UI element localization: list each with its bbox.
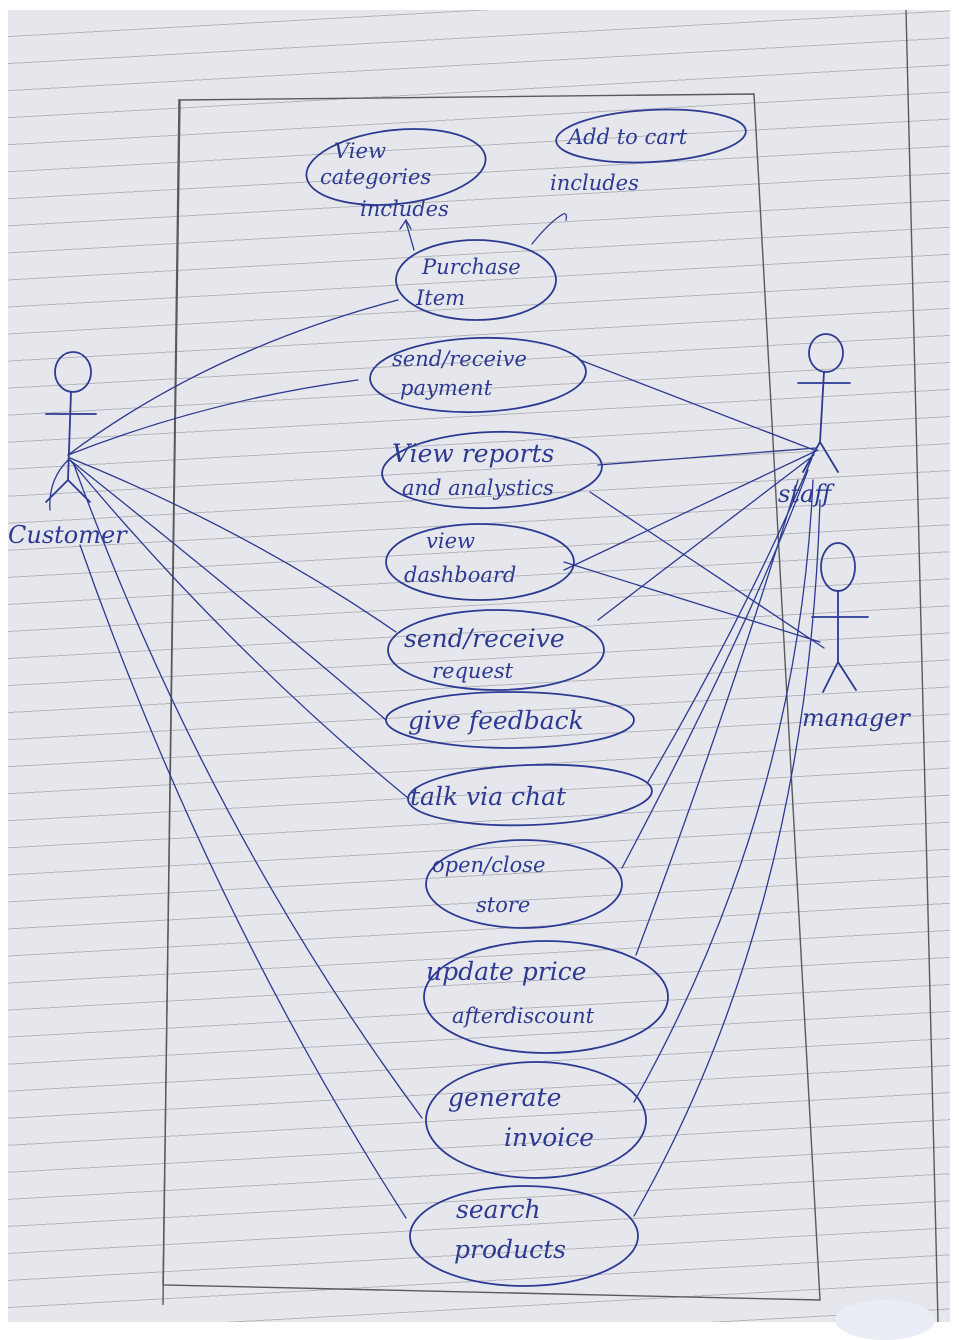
view-categories-line2: categories: [320, 165, 431, 189]
manager-associations: [563, 491, 825, 649]
view-reports-line2: and analystics: [402, 476, 554, 500]
use-case-search-products: search products: [409, 1185, 639, 1287]
page-margin-line-right: [905, 10, 939, 1322]
use-case-open-close-store: open/close store: [425, 839, 623, 929]
generate-invoice-line2: invoice: [504, 1123, 594, 1152]
search-products-line2: products: [454, 1235, 566, 1264]
send-receive-payment-line2: payment: [400, 376, 493, 400]
use-case-generate-invoice: generate invoice: [425, 1061, 647, 1179]
customer-body: [67, 391, 72, 481]
staff-label: staff: [778, 480, 835, 508]
use-case-diagram: Customer staff manager: [8, 10, 939, 1322]
include-arrow-right: [531, 213, 568, 245]
use-case-view-categories: View categories: [305, 128, 487, 206]
view-reports-line1: View reports: [392, 439, 554, 468]
use-case-send-receive-payment: send/receive payment: [369, 336, 587, 414]
manager-legs: [822, 661, 857, 693]
use-case-update-price: update price afterdiscount: [423, 940, 669, 1054]
customer-label: Customer: [8, 521, 128, 549]
actor-customer: Customer: [8, 351, 128, 549]
purchase-item-line1: Purchase: [421, 255, 521, 279]
use-case-view-dashboard: view dashboard: [385, 523, 575, 601]
purchase-item-line2: Item: [415, 286, 465, 310]
send-receive-request-line2: request: [432, 659, 514, 683]
use-case-purchase-item: Purchase Item: [395, 239, 557, 321]
photo-corner-artifact: [835, 1300, 935, 1340]
include-arrows: includes includes: [360, 171, 639, 251]
actor-staff: staff: [778, 333, 851, 508]
generate-invoice-line1: generate: [448, 1083, 561, 1112]
system-boundary: [162, 93, 821, 1301]
customer-associations: [49, 299, 423, 1219]
give-feedback-text: give feedback: [408, 706, 584, 735]
use-case-talk-via-chat: talk via chat: [407, 763, 653, 827]
search-products-line1: search: [456, 1195, 541, 1224]
send-receive-request-line1: send/receive: [404, 624, 565, 653]
update-price-line1: update price: [426, 957, 587, 986]
include-arrow-left: [405, 221, 415, 251]
use-case-add-to-cart: Add to cart: [555, 108, 747, 164]
view-dashboard-line1: view: [426, 529, 475, 553]
view-categories-line1: View: [334, 139, 386, 163]
staff-head: [808, 333, 844, 373]
customer-head: [54, 351, 92, 393]
open-close-store-line2: store: [476, 893, 530, 917]
send-receive-payment-line1: send/receive: [392, 347, 527, 371]
include-arrowhead-left: [399, 218, 412, 230]
manager-head: [820, 542, 856, 592]
talk-via-chat-text: talk via chat: [410, 782, 567, 811]
use-case-send-receive-request: send/receive request: [387, 609, 605, 691]
actor-manager: manager: [802, 542, 911, 732]
open-close-store-line1: open/close: [432, 853, 545, 877]
staff-associations: [563, 359, 821, 1217]
update-price-line2: afterdiscount: [452, 1004, 595, 1028]
use-case-give-feedback: give feedback: [385, 691, 635, 749]
view-dashboard-line2: dashboard: [404, 563, 516, 587]
use-case-view-reports: View reports and analystics: [381, 430, 603, 510]
add-to-cart-text: Add to cart: [566, 125, 688, 149]
manager-label: manager: [802, 704, 911, 732]
notebook-page: Customer staff manager: [8, 10, 950, 1322]
includes-label-right: includes: [550, 171, 639, 195]
includes-label-left: includes: [360, 197, 449, 221]
